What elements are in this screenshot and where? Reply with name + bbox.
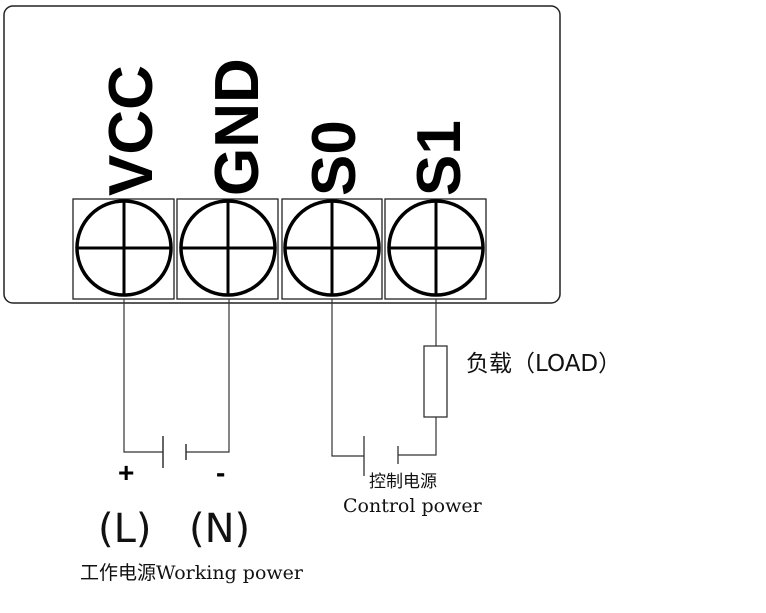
control-power-label-cn: 控制电源 xyxy=(369,472,437,492)
terminal-s1 xyxy=(384,198,487,300)
terminal-gnd xyxy=(176,198,279,300)
plus-sign: + xyxy=(118,457,134,488)
terminal-label-vcc: VCC xyxy=(97,65,166,196)
module-housing xyxy=(3,5,561,304)
minus-sign: - xyxy=(216,457,225,488)
terminal-label-s1: S1 xyxy=(405,120,474,196)
working-power-circuit xyxy=(123,299,230,468)
line-l-label: (L) xyxy=(98,506,152,552)
line-n-label: (N) xyxy=(189,506,250,552)
control-power-label-en: Control power xyxy=(343,495,483,517)
terminal-s0 xyxy=(281,198,383,300)
terminal-vcc xyxy=(72,198,175,300)
working-power-label: 工作电源Working power xyxy=(80,562,304,584)
terminal-label-s0: S0 xyxy=(300,120,369,196)
load-resistor xyxy=(423,345,448,418)
load-label: 负载（LOAD） xyxy=(466,351,621,377)
control-power-circuit xyxy=(331,299,448,476)
terminal-label-gnd: GND xyxy=(203,58,272,196)
